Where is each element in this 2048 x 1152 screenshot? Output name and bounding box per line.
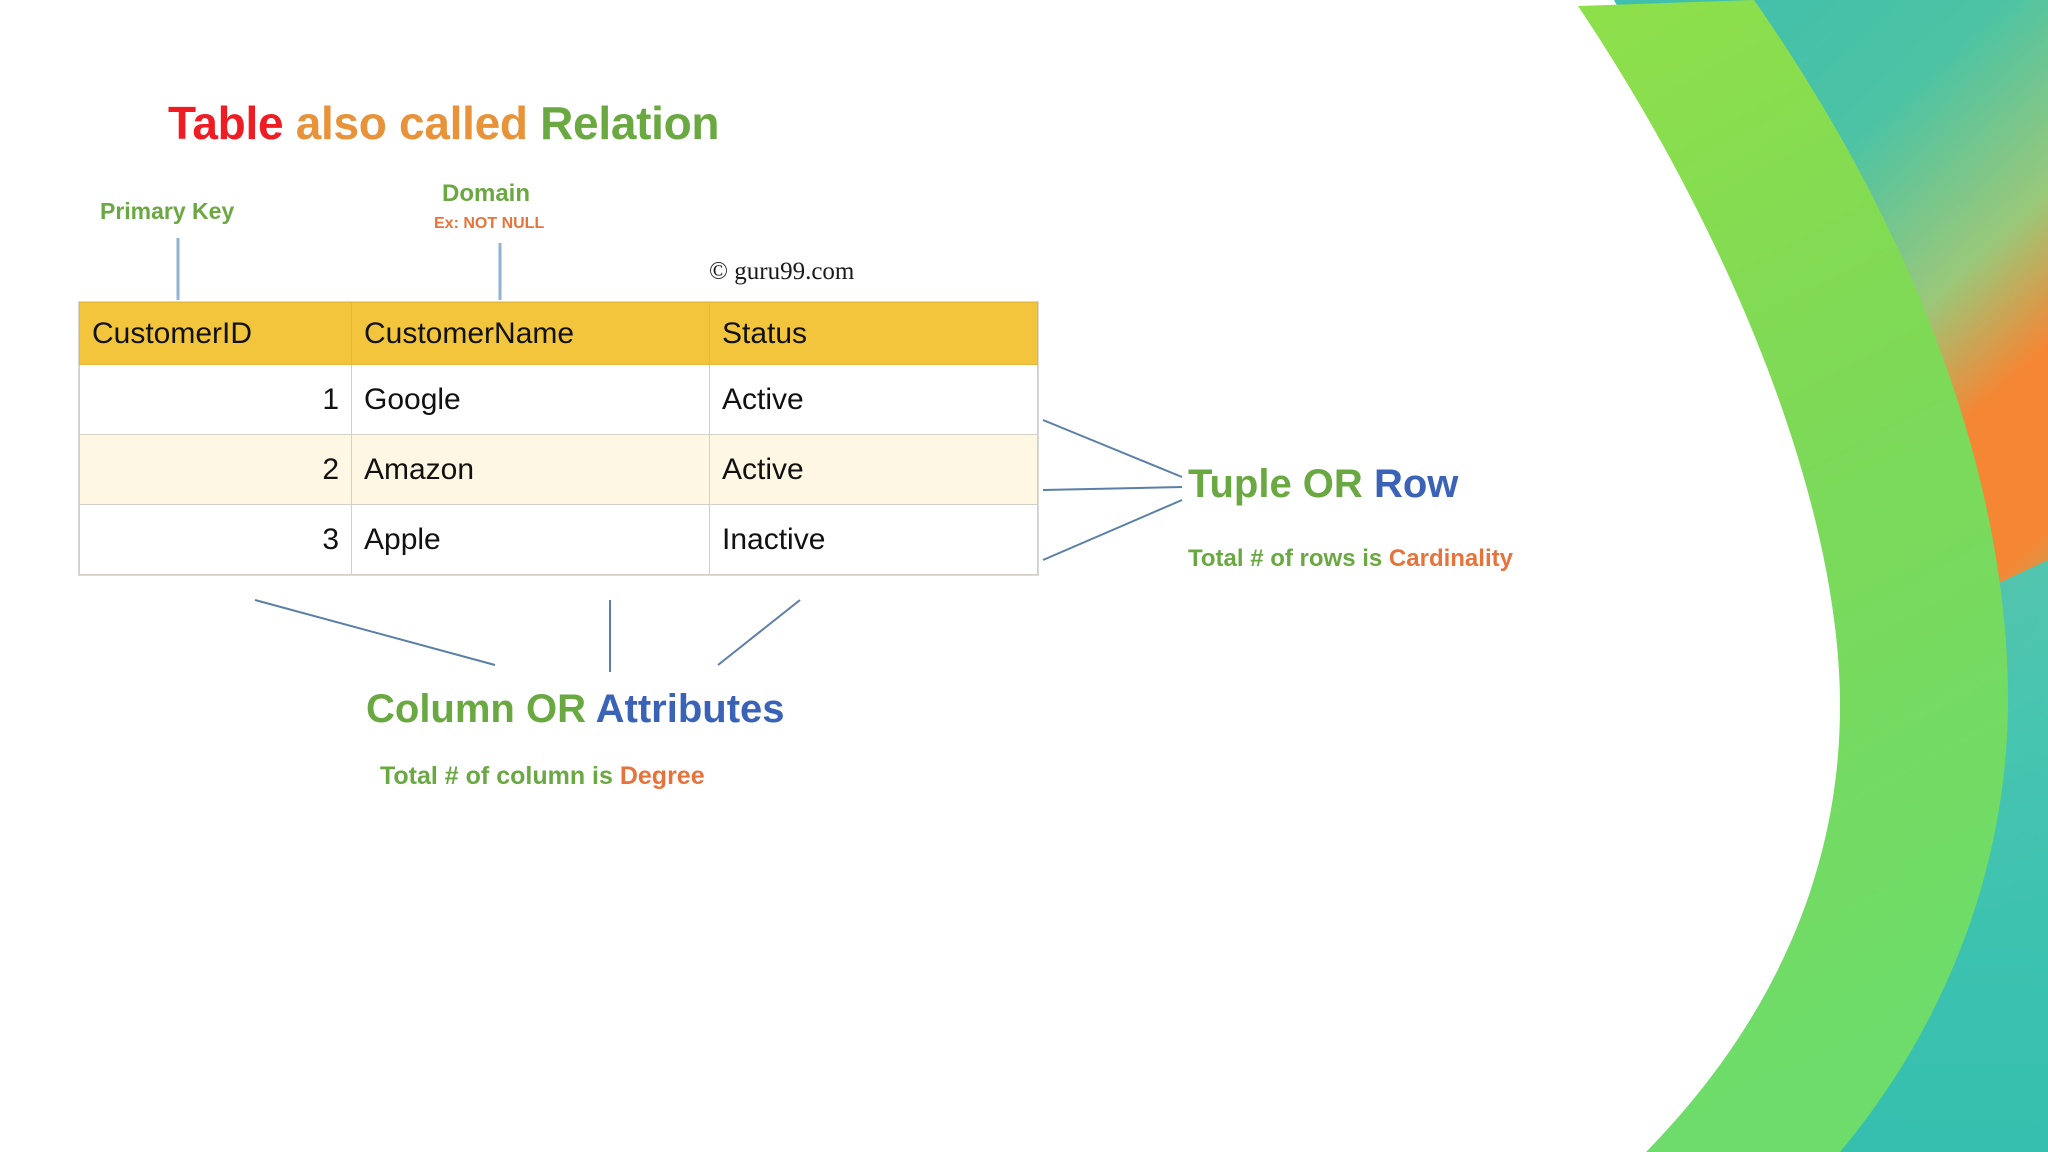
cell-status: Active <box>709 434 1038 505</box>
title-word-table: Table <box>168 97 284 149</box>
title-word-also-called: also called <box>295 97 528 149</box>
annotation-tuple-or: Tuple OR <box>1188 462 1363 506</box>
watermark-guru99: © guru99.com <box>709 258 855 285</box>
customer-table: CustomerID CustomerName Status 1 Google … <box>79 302 1038 575</box>
connector-tuple-top <box>1042 419 1183 478</box>
label-domain: Domain <box>442 180 531 207</box>
connector-column-right <box>717 599 801 666</box>
table-row: 2 Amazon Active <box>79 434 1038 505</box>
annotation-row: Row <box>1373 462 1459 506</box>
cell-customerid: 3 <box>79 504 352 575</box>
cell-customerid: 1 <box>79 364 352 435</box>
annotation-column-or-attributes: Column OR Attributes <box>366 687 785 732</box>
annotation-degree-prefix: Total # of column is <box>380 762 613 790</box>
annotation-cardinality-prefix: Total # of rows is <box>1188 545 1383 572</box>
cell-status: Inactive <box>709 504 1038 575</box>
annotation-column-or: Column OR <box>366 687 586 731</box>
table-row: 3 Apple Inactive <box>79 504 1038 575</box>
cell-status: Active <box>709 364 1038 435</box>
column-header-status: Status <box>709 302 1038 365</box>
cell-customername: Apple <box>351 504 710 575</box>
table-header-row: CustomerID CustomerName Status <box>79 302 1038 365</box>
connector-tuple-bottom <box>1042 499 1183 561</box>
title-word-relation: Relation <box>540 97 720 149</box>
annotation-degree-term: Degree <box>619 762 705 790</box>
decorative-swoosh-graphic <box>1578 0 2048 1152</box>
table-row: 1 Google Active <box>79 364 1038 435</box>
annotation-degree: Total # of column is Degree <box>380 762 705 791</box>
column-header-customername: CustomerName <box>351 302 710 365</box>
annotation-cardinality: Total # of rows is Cardinality <box>1188 545 1513 573</box>
slide-title: Table also called Relation <box>168 96 720 150</box>
column-header-customerid: CustomerID <box>79 302 352 365</box>
connector-tuple-mid <box>1042 486 1183 491</box>
label-primary-key: Primary Key <box>100 198 235 224</box>
cell-customername: Amazon <box>351 434 710 505</box>
annotation-tuple-or-row: Tuple OR Row <box>1188 462 1458 507</box>
annotation-cardinality-term: Cardinality <box>1388 545 1513 572</box>
cell-customerid: 2 <box>79 434 352 505</box>
connector-column-left <box>254 599 496 666</box>
cell-customername: Google <box>351 364 710 435</box>
annotation-attributes: Attributes <box>595 687 785 731</box>
label-domain-example: Ex: NOT NULL <box>434 215 545 232</box>
